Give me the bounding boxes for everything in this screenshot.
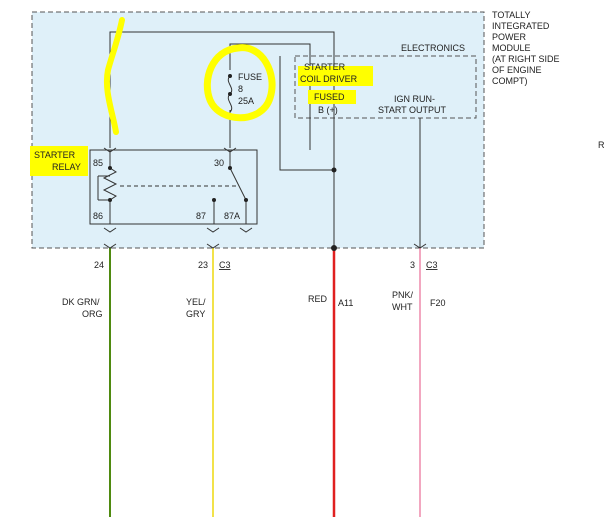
highlight-coil-driver (298, 66, 373, 86)
electronics-box (294, 55, 477, 119)
circuit-label-f20: F20 (430, 298, 446, 308)
circuit-label-a11: A11 (338, 298, 353, 308)
wire-color-label-23: YEL/ GRY (186, 297, 208, 319)
pin-label-3: 3 (410, 260, 415, 270)
highlight-fused (308, 90, 356, 104)
relay-pin-87a: 87A (224, 211, 240, 221)
relay-pin-85: 85 (93, 158, 103, 168)
relay-label: STARTER RELAY (34, 150, 81, 172)
coil-driver-label: STARTER COIL DRIVER (300, 62, 358, 84)
output-label: IGN RUN- START OUTPUT (378, 94, 447, 115)
relay-pin-87: 87 (196, 211, 206, 221)
fuse-label: FUSE 8 25A (238, 72, 265, 106)
highlights (30, 17, 373, 176)
wire-color-label-3: PNK/ WHT (392, 290, 416, 312)
wire-color-label-red: RED (308, 294, 328, 304)
relay-pin-30: 30 (214, 158, 224, 168)
connector-label-3: C3 (426, 260, 438, 270)
pin-label-24: 24 (94, 260, 104, 270)
junction-dots (108, 74, 337, 251)
relay-pin-86: 86 (93, 211, 103, 221)
connector-label-23: C3 (219, 260, 231, 270)
electronics-label: ELECTRONICS (401, 43, 465, 53)
fused-label: FUSED (314, 92, 345, 102)
pin-label-23: 23 (198, 260, 208, 270)
wire-color-label-24: DK GRN/ ORG (62, 297, 103, 319)
highlight-scribble-left (103, 17, 125, 135)
relay-box (89, 149, 258, 225)
module-title: TOTALLY INTEGRATED POWER MODULE (AT RIGH… (492, 10, 562, 86)
battery-label: B (+) (318, 105, 338, 115)
internal-wiring (97, 31, 427, 249)
highlight-relay (30, 146, 88, 176)
edge-letter: R (598, 140, 605, 150)
highlight-circle-fuse (203, 44, 276, 122)
